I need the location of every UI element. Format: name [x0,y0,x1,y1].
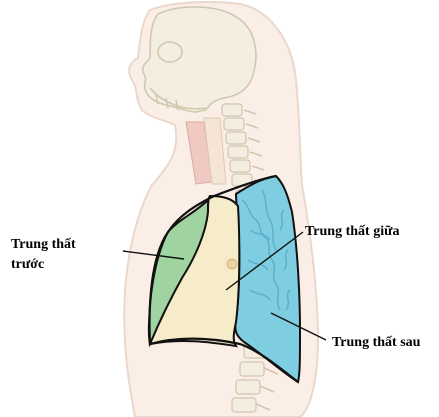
label-middle-mediastinum: Trung thất giữa [305,224,400,239]
label-posterior-mediastinum: Trung thất sau [332,335,421,350]
label-anterior-line1: Trung thất [11,237,76,252]
mediastinum-outline [148,174,277,345]
label-anterior-line2: trước [11,257,45,272]
posterior-vessels [241,189,291,311]
leader-line-anterior [122,250,185,260]
eye-orbit [157,41,183,63]
heart-spot [226,258,238,270]
esophagus [203,117,227,185]
leader-line-posterior [270,312,327,341]
leader-line-middle [225,231,304,291]
label-anterior-mediastinum: Trung thất trước [11,235,76,275]
jaw [149,87,207,111]
skull [141,6,257,113]
diaphragm-outline [149,337,299,383]
